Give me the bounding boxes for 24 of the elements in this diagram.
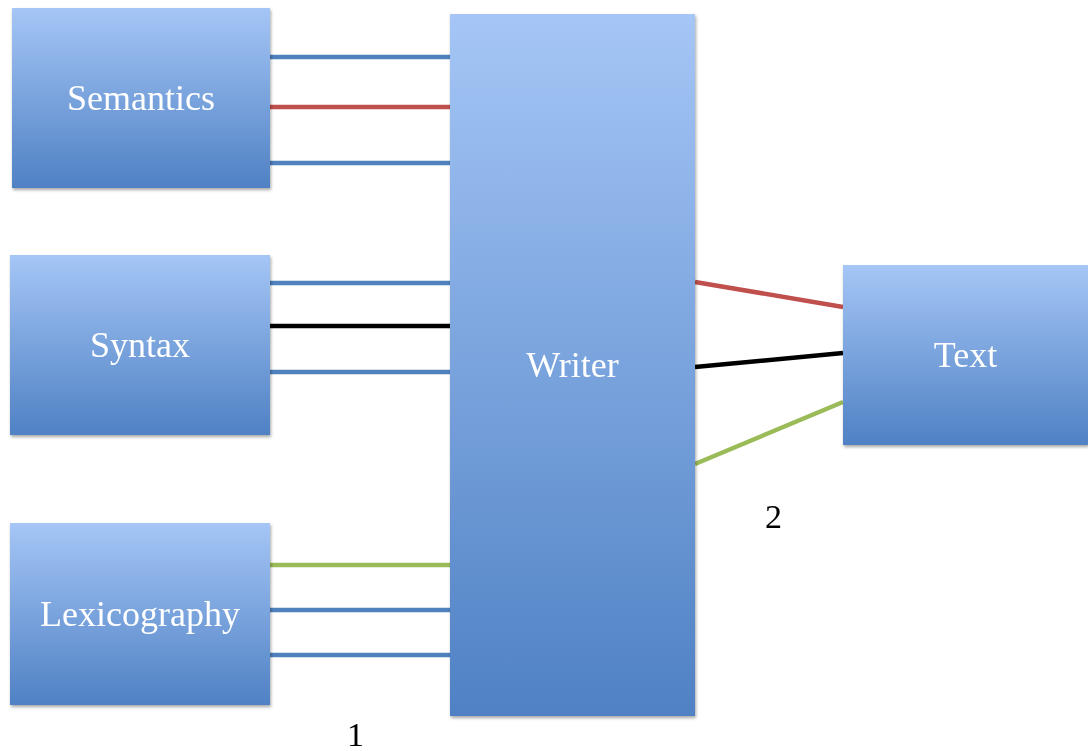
connector-line [694,279,844,310]
node-label: Syntax [90,324,190,366]
connector-line [270,280,450,286]
process-box [12,8,270,188]
connector-line [694,399,844,467]
number-label: 2 [765,498,782,536]
process-box [10,255,270,435]
node-label: Writer [526,344,619,386]
connector-line [270,652,450,658]
process-box [10,523,270,705]
number-label: 1 [347,716,364,751]
connector-line [270,323,450,329]
output-box [843,265,1088,445]
connector-line [694,350,844,370]
node-label: Lexicography [40,593,240,635]
connector-line [270,104,450,110]
connector-line [270,369,450,375]
node-label: Text [933,334,998,376]
node-label: Semantics [67,77,215,119]
process-box [450,14,695,716]
connector-line [270,562,450,568]
connector-line [270,160,450,166]
connector-line [270,607,450,613]
connector-line [270,54,450,60]
